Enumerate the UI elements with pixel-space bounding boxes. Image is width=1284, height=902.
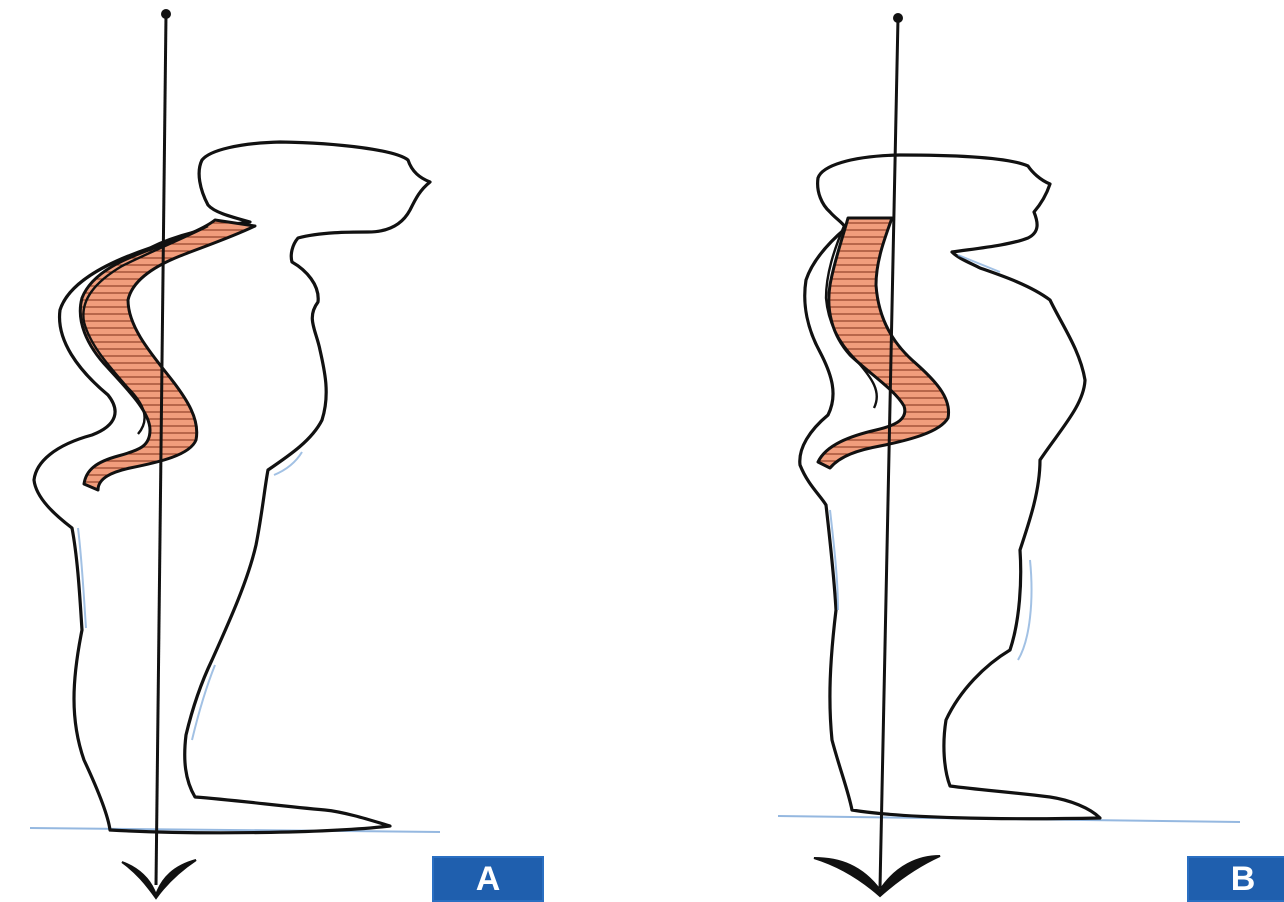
panel-b: [778, 13, 1240, 896]
plumb-line-arrow-a: [122, 860, 196, 898]
plumb-line-b: [880, 18, 898, 888]
panel-label-a: A: [432, 856, 544, 902]
spine-curve-b: [818, 218, 949, 468]
panel-a: [30, 9, 440, 898]
spine-curve-a: [80, 220, 255, 490]
panel-label-b: B: [1187, 856, 1284, 902]
sketch-shadow-a: [78, 452, 302, 740]
plumb-line-arrow-b: [814, 856, 940, 896]
